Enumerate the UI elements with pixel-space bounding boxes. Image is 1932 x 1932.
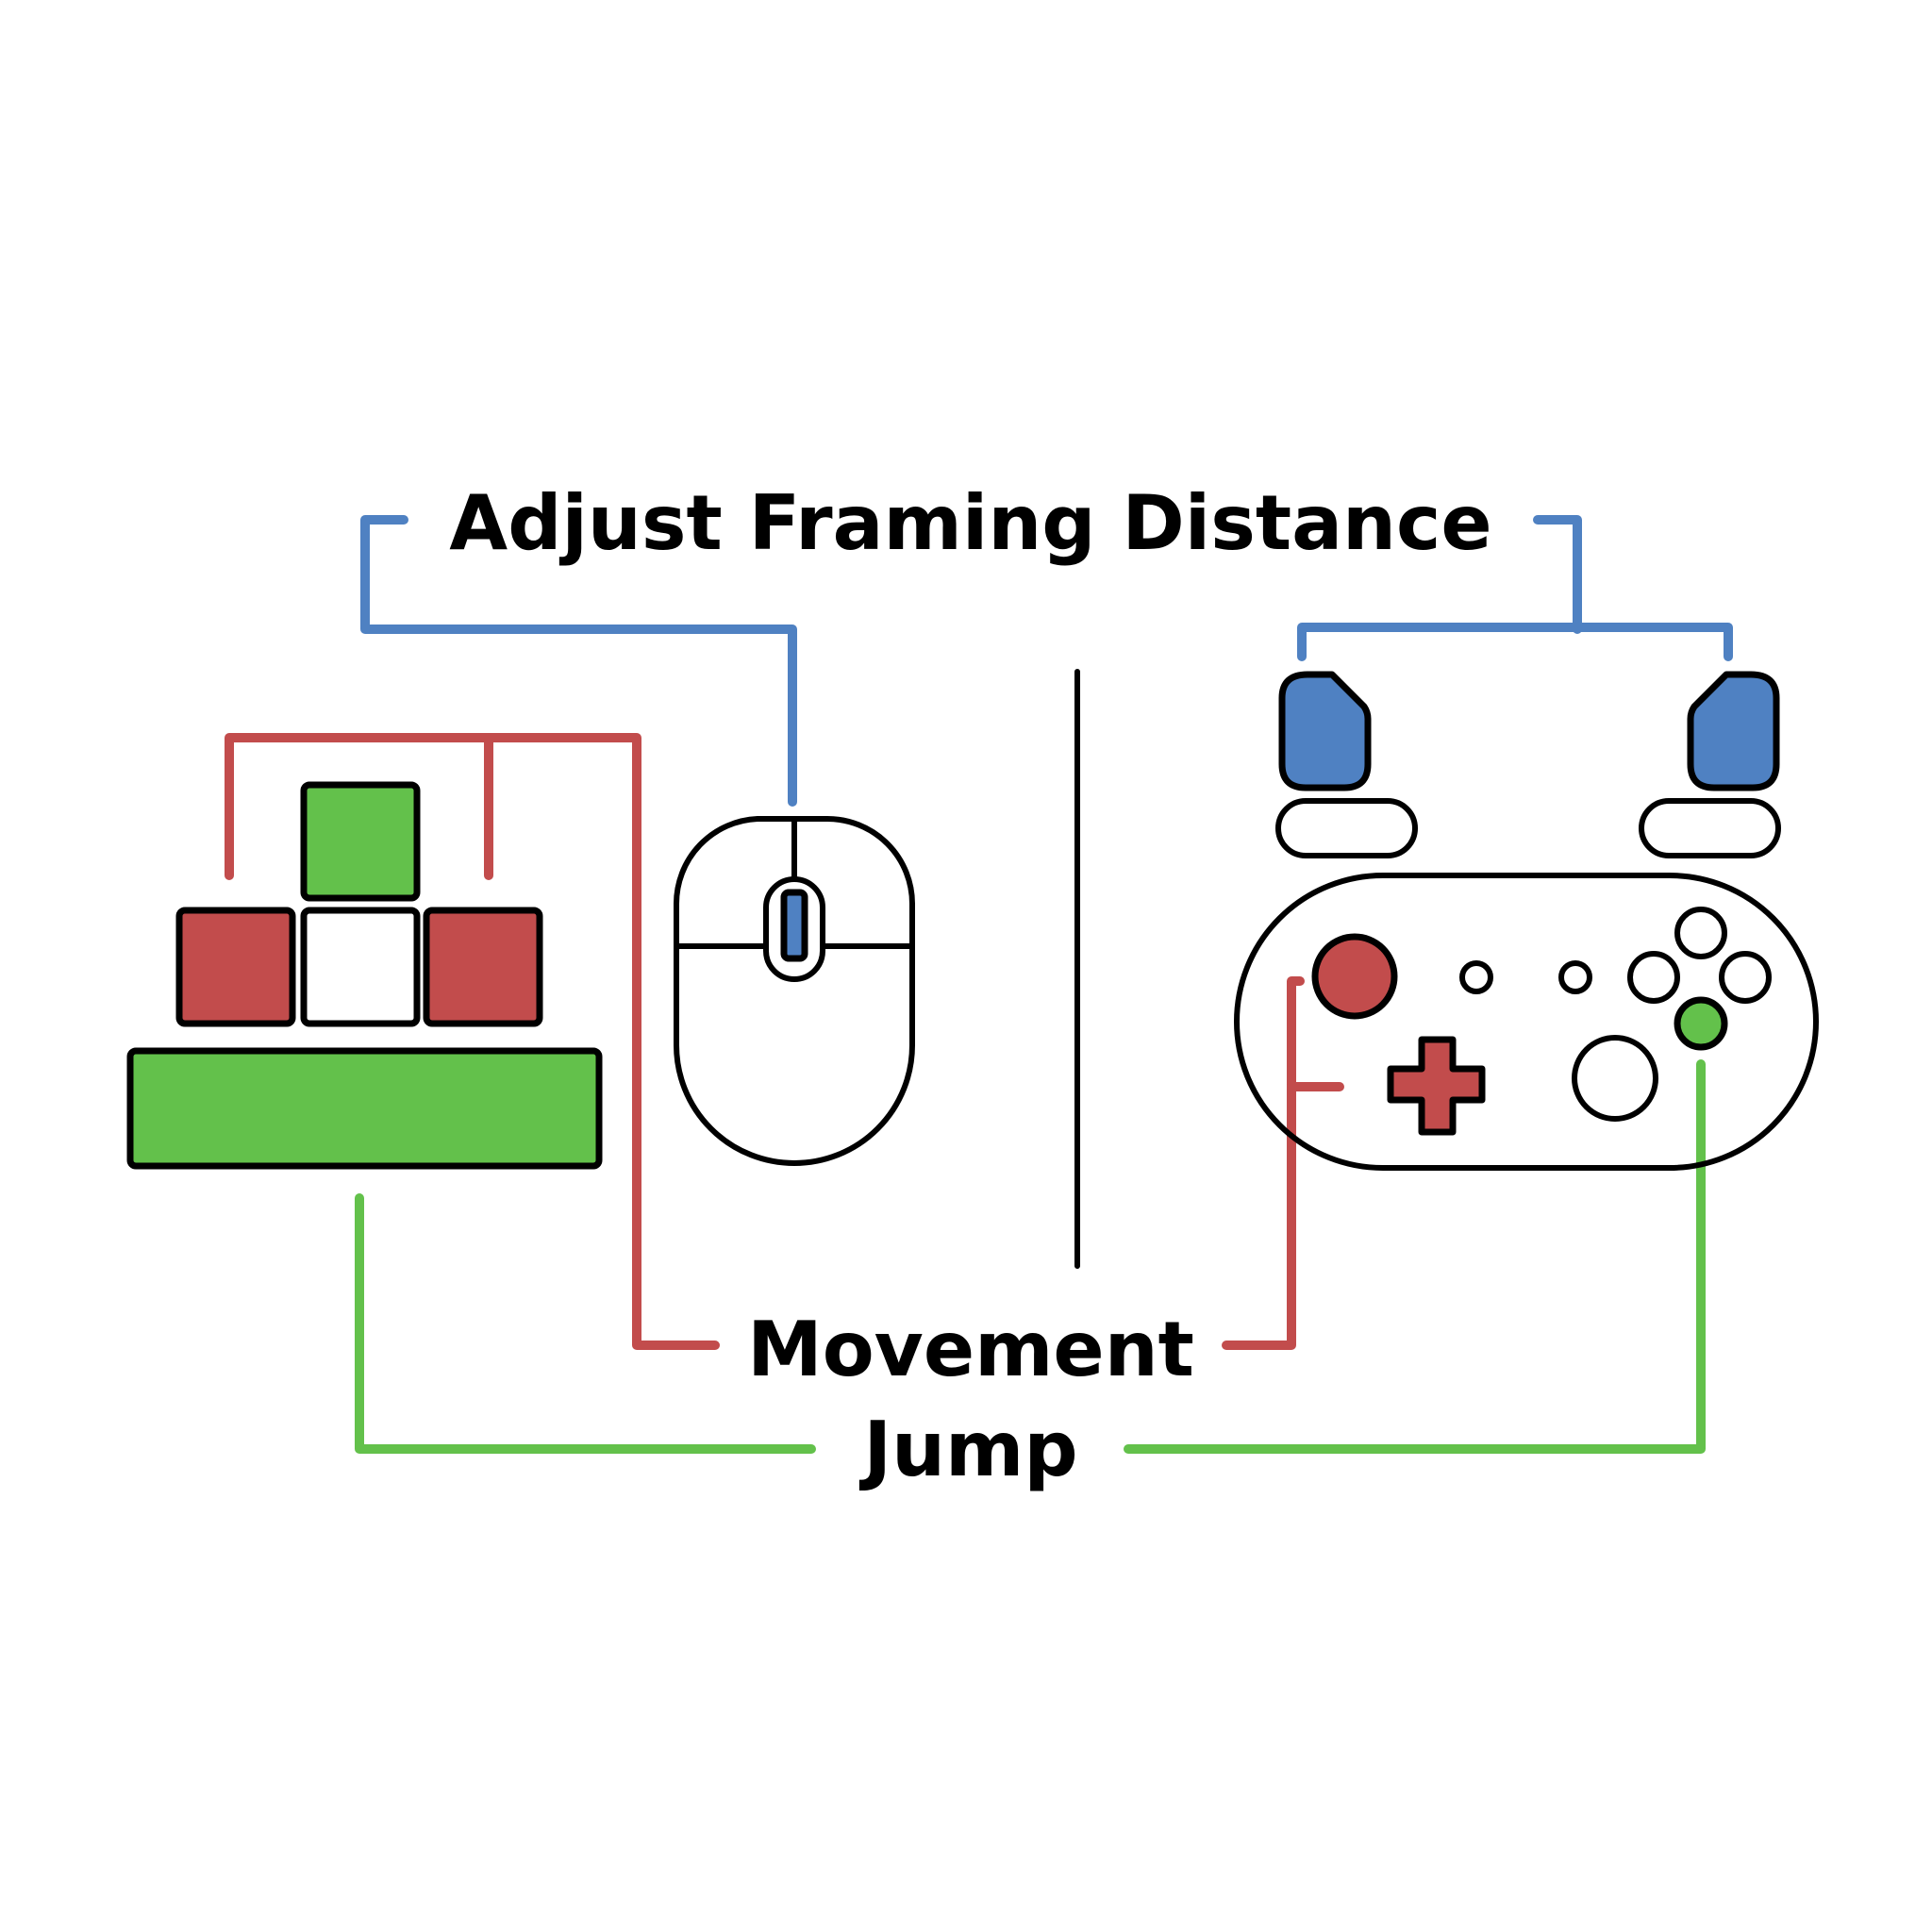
left-bumper-icon	[1275, 798, 1418, 858]
gamepad-body	[1234, 873, 1819, 1171]
face-button-bottom-icon	[1674, 996, 1728, 1051]
label-jump: Jump	[858, 1406, 1077, 1493]
right-trigger-icon	[1687, 671, 1780, 791]
select-button-icon	[1459, 960, 1493, 994]
mouse-icon	[673, 816, 915, 1166]
right-stick-icon	[1572, 1035, 1658, 1122]
face-button-right-icon	[1719, 951, 1772, 1004]
face-button-top-icon	[1674, 907, 1727, 959]
left-trigger-icon	[1278, 671, 1372, 791]
movement-line-gamepad	[1222, 976, 1305, 1350]
mouse-scroll-wheel	[780, 889, 808, 962]
key-spacebar	[126, 1047, 603, 1170]
left-stick-icon	[1311, 933, 1398, 1020]
framing-connectors	[360, 515, 1733, 807]
framing-line-to-mouse	[360, 515, 797, 807]
mouse-wheel-housing	[763, 876, 825, 982]
movement-connectors	[225, 733, 1344, 1350]
start-button-icon	[1558, 960, 1592, 994]
mouse-body	[673, 816, 915, 1166]
face-button-left-icon	[1627, 951, 1680, 1004]
label-movement: Movement	[747, 1306, 1194, 1393]
gamepad-icon	[1234, 671, 1819, 1171]
framing-trigger-bar	[1297, 623, 1733, 661]
framing-line-to-triggers	[1533, 515, 1582, 634]
key-a	[175, 907, 296, 1027]
jump-line-spacebar	[355, 1193, 816, 1454]
keyboard-keys-icon	[126, 781, 603, 1170]
label-adjust-framing-distance: Adjust Framing Distance	[449, 479, 1491, 567]
jump-connectors	[355, 1059, 1706, 1454]
movement-line-keys	[225, 733, 720, 1350]
dpad-icon	[1387, 1036, 1486, 1136]
key-d	[423, 907, 543, 1027]
key-s	[300, 907, 421, 1027]
jump-line-gamepad	[1124, 1059, 1706, 1454]
key-w	[300, 781, 421, 902]
right-bumper-icon	[1639, 798, 1781, 858]
